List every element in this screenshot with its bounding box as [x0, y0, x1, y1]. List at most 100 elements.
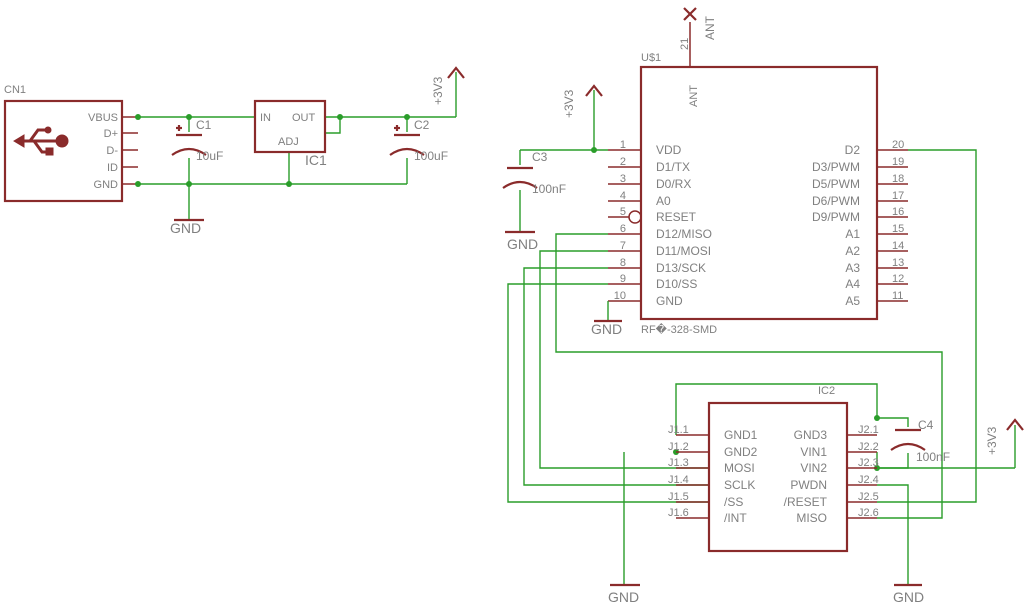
cn1-pin-label: D+: [104, 128, 118, 140]
u1-pin-number: 15: [892, 223, 904, 235]
ic1-in-label: IN: [260, 112, 271, 124]
gnd-symbol-ic2-right: GND: [893, 583, 924, 605]
c1-value: 10uF: [196, 149, 223, 163]
c2-name: C2: [414, 118, 430, 132]
ant-no-connect: 21 ANT: [679, 7, 717, 67]
gnd-label-u1: GND: [591, 321, 622, 337]
ic2-pad-label: J1.4: [668, 474, 689, 486]
gnd-symbol-ic2-left: GND: [608, 583, 640, 605]
u1-pin-name: D9/PWM: [812, 210, 860, 224]
cn1-pin-label: ID: [107, 162, 118, 174]
capacitor-c1: C1 10uF: [171, 118, 223, 163]
ic2-pad-label: J2.3: [858, 457, 879, 469]
u1-pin-number: 5: [620, 206, 626, 218]
c4-name: C4: [918, 418, 934, 432]
ic2-pad-label: J2.4: [858, 474, 879, 486]
u1-pin-name: A4: [845, 277, 860, 291]
u1-pin-number: 10: [614, 290, 626, 302]
c2-value: 100uF: [414, 149, 448, 163]
wires-power-section: [135, 72, 457, 220]
c4-value: 100nF: [916, 450, 950, 464]
module-u1: U$1 ANT RF�-328-SMD 1 VDD 2 D1/TX 3 D0/RX 4 A0 5…: [608, 52, 908, 336]
u1-pin-name: A5: [845, 294, 860, 308]
ic2-pin-name: GND2: [724, 445, 758, 459]
u1-pin-name: A0: [656, 194, 671, 208]
u1-pin-number: 7: [620, 240, 626, 252]
ic2-pin-name: PWDN: [790, 478, 827, 492]
u1-pin-name: D6/PWM: [812, 194, 860, 208]
u1-pin-name: VDD: [656, 143, 682, 157]
u1-pin-name: D12/MISO: [656, 227, 712, 241]
wires-module-section: [507, 90, 1016, 585]
u1-pin-name: A1: [845, 227, 860, 241]
u1-pin-number: 20: [892, 139, 904, 151]
usb-icon: [13, 126, 69, 156]
u1-pin-number: 1: [620, 139, 626, 151]
gnd-label-c3: GND: [507, 236, 538, 252]
u1-pin-name: GND: [656, 294, 683, 308]
cn1-body: [3, 99, 124, 203]
u1-pin-number: 2: [620, 156, 626, 168]
u1-pin-name: D2: [845, 143, 861, 157]
u1-ant-pin-label: ANT: [688, 85, 700, 107]
v33-label-c: +3V3: [985, 426, 999, 455]
gnd-label: GND: [170, 220, 201, 236]
u1-pin-number: 16: [892, 206, 904, 218]
gnd-symbol-c1: GND: [170, 218, 204, 236]
u1-pin-number: 12: [892, 273, 904, 285]
ic2-pin-name: /SS: [724, 495, 743, 509]
reset-inversion-bubble: [628, 210, 642, 224]
gnd-label-ic2-right: GND: [893, 589, 924, 605]
u1-pin-name: A2: [845, 244, 860, 258]
v33-label-a: +3V3: [431, 76, 445, 105]
u1-pin-name: D1/TX: [656, 160, 690, 174]
u1-pin-name: RESET: [656, 210, 697, 224]
ant-label: ANT: [703, 15, 717, 40]
supply-arrow-3v3-a: +3V3: [431, 66, 465, 105]
ic2-pad-label: J1.2: [668, 441, 689, 453]
ic1-adj-label: ADJ: [278, 136, 299, 148]
u1-pin-number: 6: [620, 223, 626, 235]
ic2-pin-name: MOSI: [724, 461, 755, 475]
ic2-pin-name: MISO: [796, 511, 827, 525]
capacitor-c2: C2 100uF: [389, 118, 448, 163]
ic2-pin-name: /INT: [724, 511, 747, 525]
ic1-name: IC1: [305, 152, 327, 168]
u1-pin-number: 17: [892, 190, 904, 202]
ic2-pad-label: J2.1: [858, 424, 879, 436]
ic2-pin-name: VIN2: [800, 461, 827, 475]
cn1-pin-label: VBUS: [88, 112, 118, 124]
u1-pin-name: D3/PWM: [812, 160, 860, 174]
gnd-symbol-u1: GND: [591, 319, 622, 337]
u1-pin-name: D0/RX: [656, 177, 691, 191]
supply-arrow-3v3-b: +3V3: [562, 84, 603, 118]
u1-pin-name: D5/PWM: [812, 177, 860, 191]
v33-label-b: +3V3: [562, 89, 576, 118]
ic2-pad-label: J2.6: [858, 507, 879, 519]
u1-pin-name: D13/SCK: [656, 261, 706, 275]
u1-value: RF�-328-SMD: [641, 322, 717, 336]
u1-pin-number: 8: [620, 257, 626, 269]
u1-pin-name: D11/MOSI: [656, 244, 711, 258]
u1-pin-name: D10/SS: [656, 277, 697, 291]
ic2-pin-name: VIN1: [800, 445, 827, 459]
ic2-pad-label: J2.2: [858, 441, 879, 453]
capacitor-c4: C4 100nF: [890, 418, 950, 464]
u1-pin-number: 3: [620, 173, 626, 185]
ic2-pin-name: /RESET: [784, 495, 828, 509]
u1-pin-number: 11: [892, 290, 903, 302]
ic2-pad-label: J1.3: [668, 457, 689, 469]
u1-pin-number: 18: [892, 173, 904, 185]
cn1-pin-label: D-: [106, 145, 118, 157]
u1-name: U$1: [641, 52, 661, 64]
u1-pin-number: 19: [892, 156, 904, 168]
c1-name: C1: [196, 118, 212, 132]
u1-pin-number: 9: [620, 273, 626, 285]
ic2-pad-label: J1.1: [668, 424, 689, 436]
u1-pin-number: 13: [892, 257, 904, 269]
u1-pin-number: 4: [620, 190, 626, 202]
ic2-pin-name: SCLK: [724, 478, 755, 492]
